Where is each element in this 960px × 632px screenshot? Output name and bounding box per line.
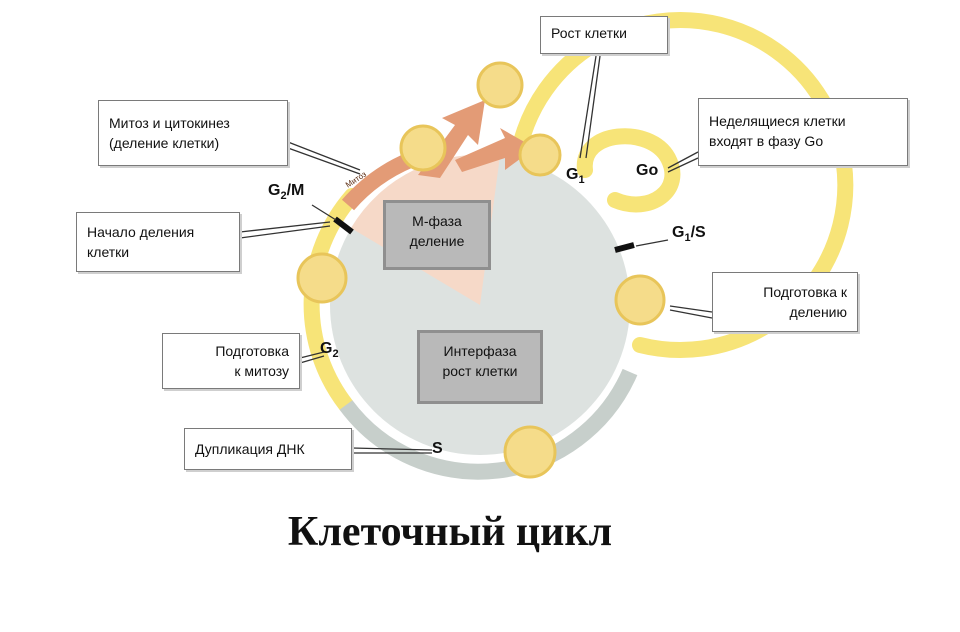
cell [614,274,666,326]
m-phase-arrow-2 [455,128,535,172]
cell [296,252,348,304]
cell [518,133,562,177]
marker-g2m: G2/M [268,182,305,203]
leader-prep-mitosis [299,351,325,364]
leader-mitosis [287,141,361,175]
leader-prep-division [669,305,713,319]
m-phase-box: М-фаза деление [383,200,491,270]
leader-lines [239,55,713,454]
label-dna-duplication: Дупликация ДНК [184,428,352,470]
marker-g2: G2 [320,340,339,361]
m-phase-title: М-фаза [412,213,462,229]
m-phase-subtitle: деление [409,233,465,249]
label-prep-mitosis: Подготовка к митозу [162,333,300,389]
cell [399,124,447,172]
label-mitosis-cytokinesis: Митоз и цитокинез (деление клетки) [98,100,288,166]
label-non-dividing: Неделящиеся клетки входят в фазу Go [698,98,908,166]
leader-division-start [239,221,331,239]
label-prep-division: Подготовка к делению [712,272,858,332]
marker-g1: G1 [566,166,585,187]
marker-g1s: G1/S [672,224,706,245]
s-phase-ring [339,368,638,480]
mitosis-arc [341,152,414,211]
label-cell-growth: Рост клетки [540,16,668,54]
label-division-start: Начало деления клетки [76,212,240,272]
leader-dna [351,447,433,454]
cell [503,425,557,479]
leader-cell-growth [579,55,601,159]
cell [476,61,524,109]
marker-s: S [432,440,443,457]
leader-non-dividing [667,151,699,173]
leader-g2m [311,204,337,221]
interphase-subtitle: рост клетки [442,363,518,379]
checkpoint-g1s [614,242,635,253]
diagram-title: Клеточный цикл [287,509,613,555]
leader-g1s [635,239,669,247]
cells-group [296,61,666,479]
interphase-title: Интерфаза [443,343,517,359]
marker-g0: Go [636,162,659,179]
interphase-box: Интерфаза рост клетки [417,330,543,404]
checkpoint-g2m [333,216,354,235]
g0-loop [576,128,681,213]
